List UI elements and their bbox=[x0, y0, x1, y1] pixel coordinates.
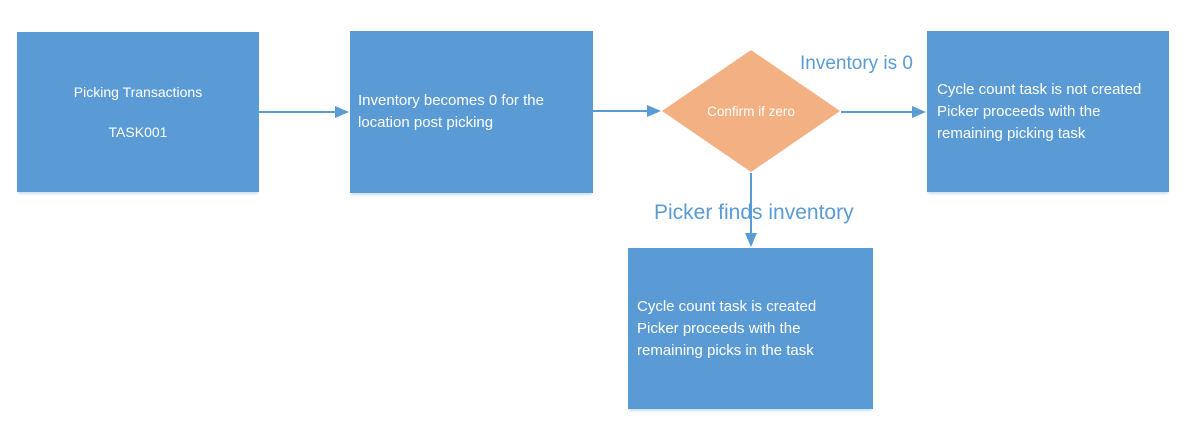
flow-node-picking-transactions: Picking Transactions TASK001 bbox=[17, 32, 259, 192]
flow-node-cycle-count-not-created: Cycle count task is not created Picker p… bbox=[927, 31, 1169, 192]
node-text-line: Cycle count task is not created bbox=[937, 80, 1142, 98]
node-text-line: Confirm if zero bbox=[707, 103, 795, 119]
flow-node-cycle-count-created: Cycle count task is created Picker proce… bbox=[628, 248, 873, 409]
flow-node-inventory-becomes-zero: Inventory becomes 0 for the location pos… bbox=[350, 31, 593, 193]
edge-label-picker-finds-inventory: Picker finds inventory bbox=[654, 201, 854, 224]
node-text-line: Picker proceeds with the remaining picks… bbox=[637, 319, 814, 359]
node-text-line: Inventory becomes 0 for the location pos… bbox=[358, 92, 544, 131]
node-text-line: TASK001 bbox=[108, 123, 168, 140]
node-text-line: Cycle count task is created bbox=[637, 297, 817, 315]
edge-label-inventory-is-0: Inventory is 0 bbox=[800, 53, 913, 74]
node-text-line: Picking Transactions bbox=[73, 83, 203, 100]
node-text-line: Picker proceeds with the remaining picki… bbox=[937, 102, 1101, 142]
